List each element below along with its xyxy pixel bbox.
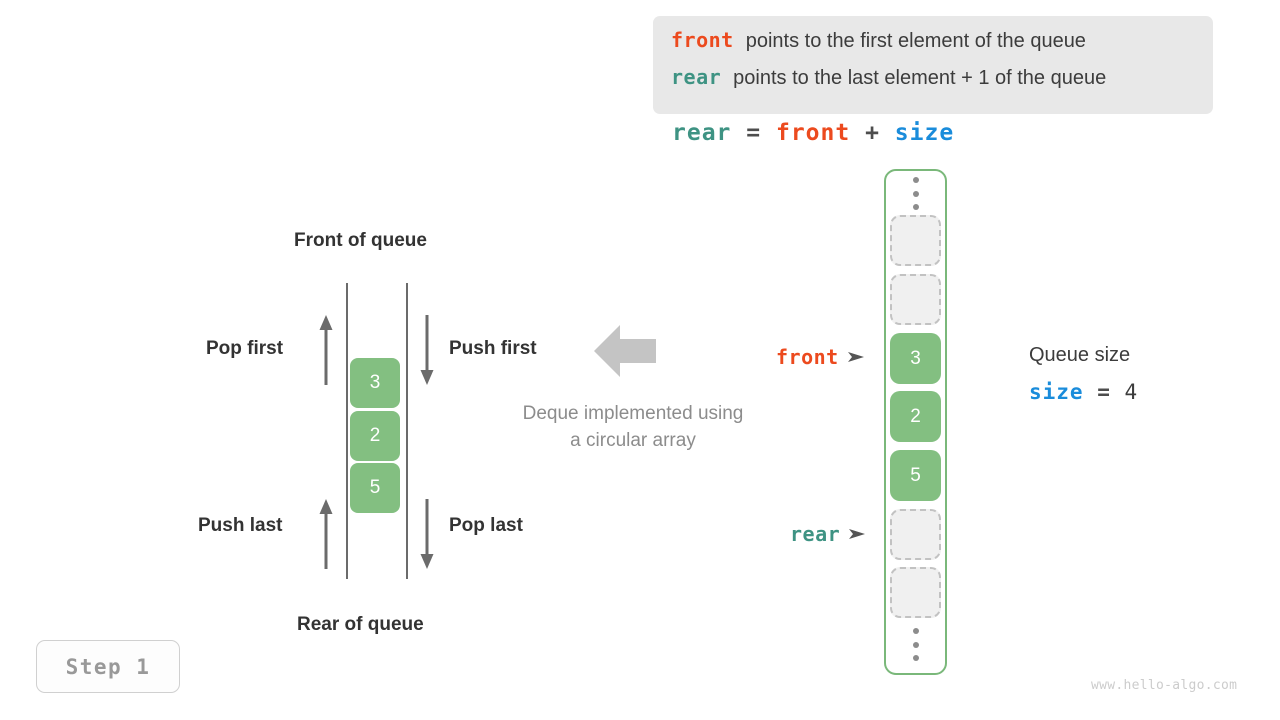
array-slot-empty bbox=[890, 567, 941, 618]
rear-pointer: rear bbox=[790, 522, 866, 546]
queue-size-expression: size = 4 bbox=[1029, 380, 1138, 404]
deque-cell: 5 bbox=[350, 463, 400, 513]
legend-row-rear: rear points to the last element + 1 of t… bbox=[671, 65, 1195, 102]
size-value: 4 bbox=[1124, 380, 1139, 404]
arrow-up-icon bbox=[319, 315, 333, 385]
deque-rail-left bbox=[346, 283, 348, 579]
arrow-down-icon bbox=[420, 499, 434, 569]
rear-pointer-label: rear bbox=[790, 522, 841, 546]
pop-first-label: Pop first bbox=[206, 338, 284, 359]
deque-cell: 3 bbox=[350, 358, 400, 408]
push-first-label: Push first bbox=[449, 338, 537, 359]
size-var: size bbox=[1029, 380, 1084, 404]
formula-rear-equals-front-plus-size: rear = front + size bbox=[672, 120, 954, 146]
legend-row-front: front points to the first element of the… bbox=[671, 28, 1195, 65]
legend-key-front: front bbox=[671, 28, 734, 52]
front-pointer: front bbox=[776, 345, 865, 369]
caption-line-2: a circular array bbox=[570, 430, 696, 451]
queue-size-label: Queue size bbox=[1029, 344, 1131, 366]
pop-last-label: Pop last bbox=[449, 515, 523, 536]
array-slot-empty bbox=[890, 215, 941, 266]
formula-plus: + bbox=[865, 120, 880, 146]
legend-key-rear: rear bbox=[671, 65, 722, 89]
push-last-label: Push last bbox=[198, 515, 283, 536]
front-of-queue-label: Front of queue bbox=[294, 230, 427, 251]
diagram-caption: Deque implemented using a circular array bbox=[493, 400, 773, 454]
deque-cell: 2 bbox=[350, 411, 400, 461]
arrow-up-icon bbox=[319, 499, 333, 569]
array-slot-empty bbox=[890, 509, 941, 560]
rear-of-queue-label: Rear of queue bbox=[297, 614, 424, 635]
pointer-arrowhead-icon bbox=[849, 529, 866, 539]
formula-rhs2: size bbox=[894, 120, 955, 146]
formula-rhs1: front bbox=[775, 120, 851, 146]
legend-text-front: points to the first element of the queue bbox=[745, 30, 1086, 52]
array-slot-empty bbox=[890, 274, 941, 325]
deque-rail-right bbox=[406, 283, 408, 579]
caption-line-1: Deque implemented using bbox=[522, 403, 744, 424]
formula-eq: = bbox=[746, 120, 762, 146]
step-badge: Step 1 bbox=[36, 640, 180, 693]
watermark: www.hello-algo.com bbox=[1091, 678, 1238, 693]
big-left-arrow-icon bbox=[594, 325, 656, 377]
array-slot-filled: 2 bbox=[890, 391, 941, 442]
arrow-down-icon bbox=[420, 315, 434, 385]
front-pointer-label: front bbox=[776, 345, 839, 369]
legend-text-rear: points to the last element + 1 of the qu… bbox=[733, 67, 1107, 89]
array-slot-filled: 5 bbox=[890, 450, 941, 501]
vertical-ellipsis-icon-top bbox=[910, 177, 921, 210]
vertical-ellipsis-icon-bottom bbox=[910, 628, 921, 661]
formula-lhs: rear bbox=[672, 120, 732, 146]
legend-box: front points to the first element of the… bbox=[653, 16, 1213, 114]
pointer-arrowhead-icon bbox=[847, 352, 864, 362]
size-eq: = bbox=[1097, 380, 1111, 404]
array-slot-filled: 3 bbox=[890, 333, 941, 384]
